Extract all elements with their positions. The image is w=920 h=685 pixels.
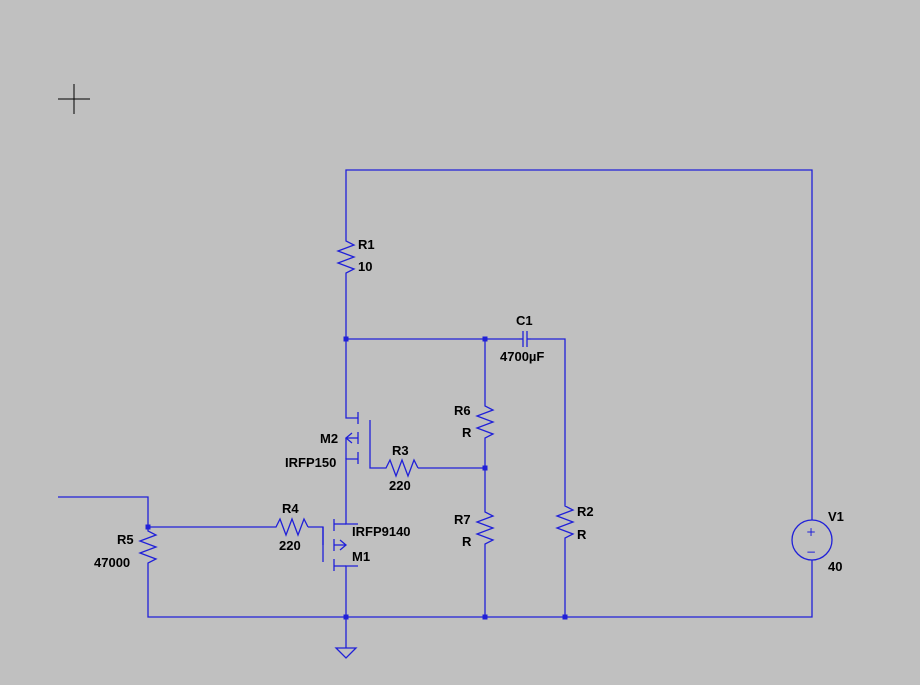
voltage-source-v1[interactable]: + −: [791, 516, 833, 561]
v1-ref-label: V1: [828, 509, 844, 524]
c1-value-label: 4700µF: [500, 349, 544, 364]
v1-plus-symbol: +: [806, 525, 816, 539]
r7-ref-label: R7: [454, 512, 471, 527]
r1-ref-label: R1: [358, 237, 375, 252]
wire-bottom-rail: [147, 560, 813, 618]
m1-value-label: IRFP9140: [352, 524, 411, 539]
mosfet-m1[interactable]: [322, 519, 348, 571]
resistor-r1[interactable]: [336, 237, 356, 277]
wire-top-rail: [345, 169, 813, 516]
wire-input: [58, 496, 149, 527]
m1-ref-label: M1: [352, 549, 370, 564]
ground-icon: [334, 640, 358, 659]
r4-value-label: 220: [279, 538, 301, 553]
wire-m2-m1-source: [345, 458, 358, 525]
v1-minus-symbol: −: [806, 545, 816, 559]
m2-ref-label: M2: [320, 431, 338, 446]
wire-r4-m1-gate: [308, 526, 324, 545]
r5-ref-label: R5: [117, 532, 134, 547]
wires: [58, 169, 813, 640]
r1-value-label: 10: [358, 259, 372, 274]
wire-m1-drain: [345, 565, 358, 640]
r4-ref-label: R4: [282, 501, 299, 516]
r5-value-label: 47000: [94, 555, 130, 570]
r7-value-label: R: [462, 534, 472, 549]
r6-value-label: R: [462, 425, 472, 440]
m2-value-label: IRFP150: [285, 455, 336, 470]
resistor-r3[interactable]: [382, 458, 419, 478]
v1-value-label: 40: [828, 559, 842, 574]
c1-ref-label: C1: [516, 313, 533, 328]
r3-ref-label: R3: [392, 443, 409, 458]
junction-dots: [145, 336, 568, 620]
mosfet-m2[interactable]: [344, 412, 371, 464]
crosshair-cursor-icon: [58, 84, 90, 114]
wire-m2-drain: [345, 339, 358, 419]
capacitor-c1[interactable]: [519, 331, 531, 347]
r3-value-label: 220: [389, 478, 411, 493]
resistor-r4[interactable]: [272, 517, 309, 537]
r6-ref-label: R6: [454, 403, 471, 418]
wire-m2-gate: [369, 438, 382, 469]
r2-ref-label: R2: [577, 504, 594, 519]
resistor-r7[interactable]: [475, 508, 495, 548]
resistor-r6[interactable]: [475, 402, 495, 442]
r2-value-label: R: [577, 527, 587, 542]
resistor-r5[interactable]: [138, 527, 158, 567]
wire-c1-r2: [531, 338, 566, 502]
resistor-r2[interactable]: [555, 502, 575, 542]
